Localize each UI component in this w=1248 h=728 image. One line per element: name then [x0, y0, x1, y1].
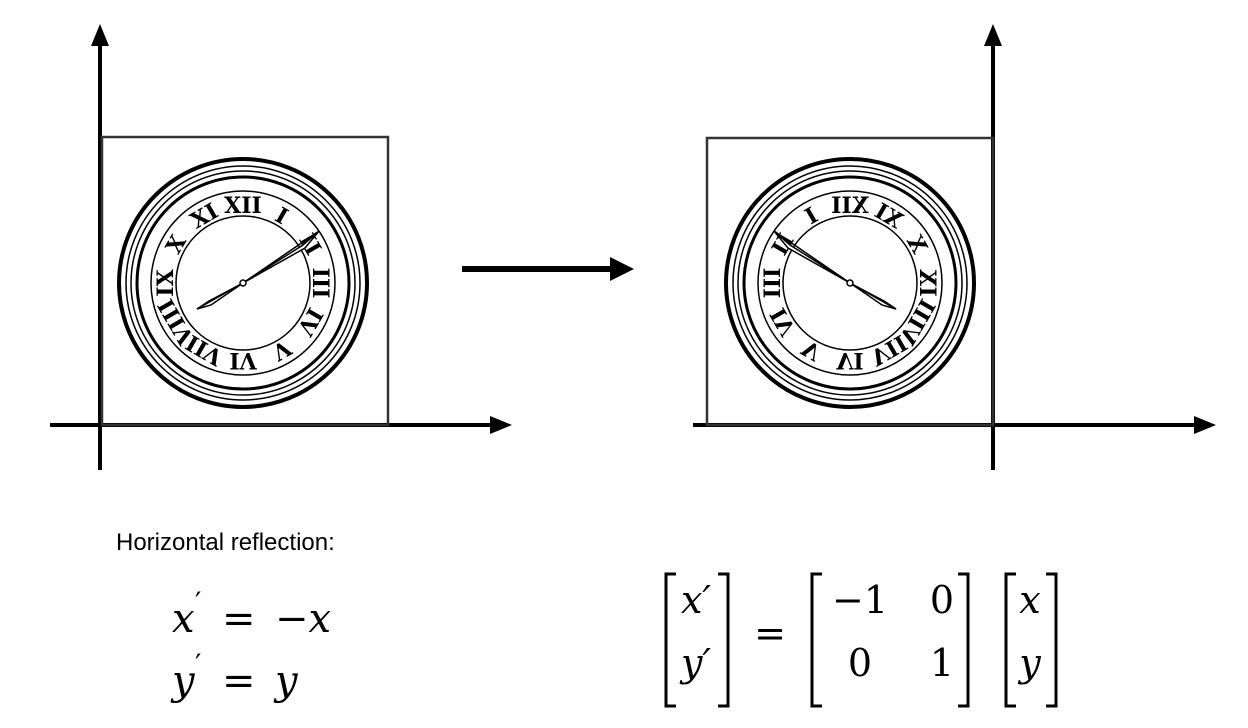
left-panel	[50, 24, 512, 470]
eq1-rhs: −x	[275, 596, 331, 642]
right-clock	[724, 157, 976, 409]
left-clock	[117, 157, 369, 409]
equation-y: y ′ = y	[170, 648, 299, 704]
matrix-a12: 0	[930, 578, 954, 622]
eq2-rhs: y	[273, 658, 299, 704]
eq1-prime: ′	[195, 586, 201, 619]
right-panel	[693, 24, 1216, 470]
matrix-a11: −1	[832, 578, 888, 622]
vector-y: y	[1017, 641, 1041, 685]
eq2-lhs-var: y	[170, 658, 196, 704]
eq1-equals: =	[222, 596, 256, 642]
matrix-equation	[664, 572, 1058, 708]
matrix-equals: =	[754, 611, 786, 655]
matrix-entries: x′ y′ = −1 0 0 1 x y	[679, 578, 1041, 685]
left-y-axis	[91, 24, 109, 470]
result-x-prime: x′	[681, 578, 711, 622]
right-image-frame	[705, 136, 995, 427]
eq2-prime: ′	[195, 648, 201, 681]
caption-text: Horizontal reflection:	[116, 529, 335, 556]
result-y-prime: y′	[679, 641, 711, 685]
left-image-frame	[100, 135, 390, 427]
vector-x: x	[1019, 578, 1040, 622]
matrix-a22: 1	[930, 641, 954, 685]
eq2-equals: =	[222, 658, 256, 704]
matrix-a21: 0	[848, 641, 872, 685]
eq1-lhs-var: x	[172, 596, 195, 642]
equation-x: x ′ = −x	[172, 586, 331, 642]
transform-arrow	[462, 257, 634, 281]
scalar-equations: x ′ = −x y ′ = y	[170, 586, 331, 704]
